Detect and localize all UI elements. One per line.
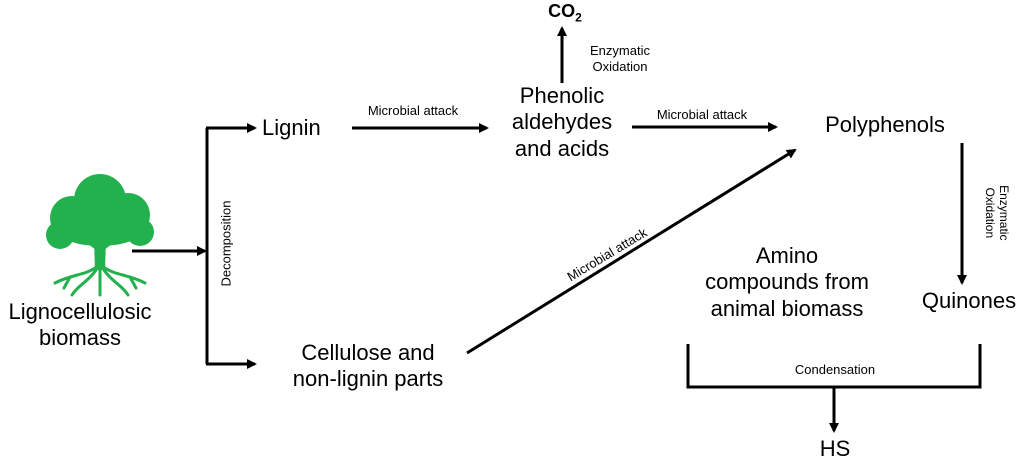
- node-lignin: Lignin: [262, 115, 321, 140]
- node-lignocellulosic-biomass: Lignocellulosic biomass: [8, 299, 152, 351]
- node-quinones: Quinones: [921, 288, 1017, 313]
- label-decomposition: Decomposition: [218, 200, 234, 287]
- label-microbial-attack-phenolic: Microbial attack: [656, 107, 748, 122]
- cellulose-to-polyphenols-arrow: [466, 148, 797, 355]
- node-phenolic-aldehydes-acids: Phenolic aldehydes and acids: [511, 83, 613, 161]
- node-amino-compounds: Amino compounds from animal biomass: [705, 243, 869, 321]
- node-co2: CO2: [535, 1, 595, 25]
- label-condensation: Condensation: [794, 362, 876, 377]
- label-enzymatic-oxidation-quinones: Enzymatic Oxidation: [983, 185, 1011, 241]
- node-cellulose: Cellulose and non-lignin parts: [292, 340, 444, 392]
- label-microbial-attack-lignin: Microbial attack: [367, 103, 459, 118]
- co2-subscript: 2: [575, 10, 582, 25]
- node-polyphenols: Polyphenols: [825, 112, 945, 137]
- label-enzymatic-oxidation-co2: Enzymatic Oxidation: [590, 43, 650, 74]
- node-hs: HS: [819, 436, 851, 461]
- co2-text: CO: [548, 1, 576, 21]
- tree-icon: [46, 174, 154, 297]
- connector-lines: [132, 26, 982, 433]
